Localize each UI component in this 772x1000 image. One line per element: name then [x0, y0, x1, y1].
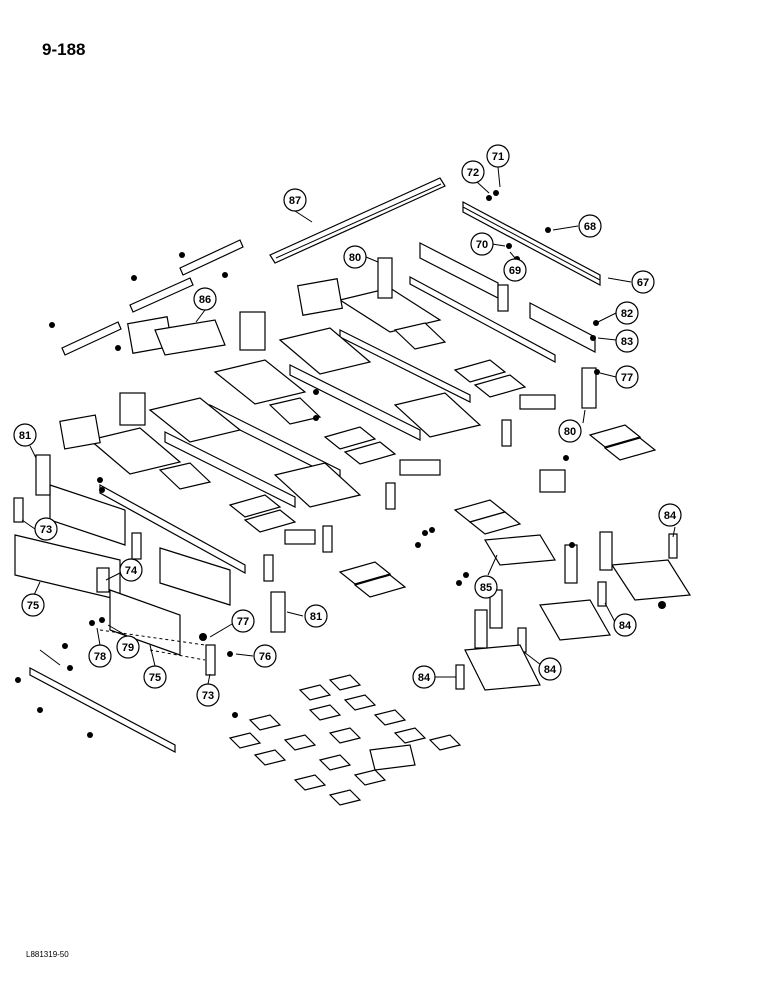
svg-text:77: 77 [621, 372, 633, 384]
rail-67 [462, 201, 601, 286]
callout-67: 67 [631, 270, 655, 294]
svg-text:84: 84 [418, 672, 431, 684]
callout-80-lower: 80 [558, 419, 582, 443]
callout-73-left: 73 [34, 517, 58, 541]
svg-text:80: 80 [349, 252, 361, 264]
callout-84-mid: 84 [613, 613, 637, 637]
svg-text:75: 75 [27, 600, 39, 612]
svg-text:74: 74 [125, 565, 138, 577]
callout-84-left: 84 [412, 665, 436, 689]
svg-text:77: 77 [237, 616, 249, 628]
callout-80-upper: 80 [343, 245, 367, 269]
callout-84-lower: 84 [538, 657, 562, 681]
clips [228, 674, 462, 806]
callout-77-lower: 77 [231, 609, 255, 633]
svg-text:81: 81 [19, 430, 31, 442]
callout-81-left: 81 [13, 423, 37, 447]
callout-77-upper: 77 [615, 365, 639, 389]
svg-text:84: 84 [664, 510, 677, 522]
svg-text:84: 84 [619, 620, 632, 632]
rail-bottom-left [29, 649, 176, 753]
callout-70: 70 [470, 232, 494, 256]
svg-text:78: 78 [94, 651, 106, 663]
hardware [15, 190, 666, 738]
document-code: L881319-50 [26, 950, 69, 959]
plates [59, 278, 482, 508]
svg-text:71: 71 [492, 151, 504, 163]
svg-text:72: 72 [467, 167, 479, 179]
callout-87: 87 [283, 188, 307, 212]
panels [14, 484, 231, 656]
callout-68: 68 [578, 214, 602, 238]
svg-text:80: 80 [564, 426, 576, 438]
rail-83 [529, 302, 596, 353]
svg-text:84: 84 [544, 664, 557, 676]
svg-text:70: 70 [476, 239, 488, 251]
callout-78: 78 [88, 644, 112, 668]
svg-text:82: 82 [621, 308, 633, 320]
callout-83: 83 [615, 329, 639, 353]
callout-72: 72 [461, 160, 485, 184]
callout-69: 69 [503, 258, 527, 282]
svg-text:76: 76 [259, 651, 271, 663]
small-rails-upper-left [61, 239, 244, 356]
callout-75-right: 75 [143, 665, 167, 689]
callout-73-lower: 73 [196, 683, 220, 707]
callout-82: 82 [615, 301, 639, 325]
page-number: 9-188 [42, 40, 86, 59]
rail-long-center [409, 275, 556, 364]
grates [228, 359, 657, 598]
callout-74: 74 [119, 558, 143, 582]
svg-text:67: 67 [637, 277, 649, 289]
svg-text:86: 86 [199, 294, 211, 306]
steps [154, 319, 692, 691]
svg-text:79: 79 [122, 642, 134, 654]
svg-text:73: 73 [40, 524, 52, 536]
callout-75-left: 75 [21, 593, 45, 617]
callout-86: 86 [193, 287, 217, 311]
rail-center-diag-1 [164, 329, 471, 508]
svg-text:69: 69 [509, 265, 521, 277]
svg-text:75: 75 [149, 672, 161, 684]
svg-text:87: 87 [289, 195, 301, 207]
leader-lines [21, 166, 676, 685]
svg-text:83: 83 [621, 336, 633, 348]
callout-85: 85 [474, 575, 498, 599]
callout-81-lower: 81 [304, 604, 328, 628]
svg-text:81: 81 [310, 611, 322, 623]
callout-84-right: 84 [658, 503, 682, 527]
svg-text:73: 73 [202, 690, 214, 702]
callout-79: 79 [116, 635, 140, 659]
svg-text:68: 68 [584, 221, 596, 233]
rail-87 [269, 177, 446, 264]
svg-text:85: 85 [480, 582, 492, 594]
callout-71: 71 [486, 144, 510, 168]
callout-76: 76 [253, 644, 277, 668]
